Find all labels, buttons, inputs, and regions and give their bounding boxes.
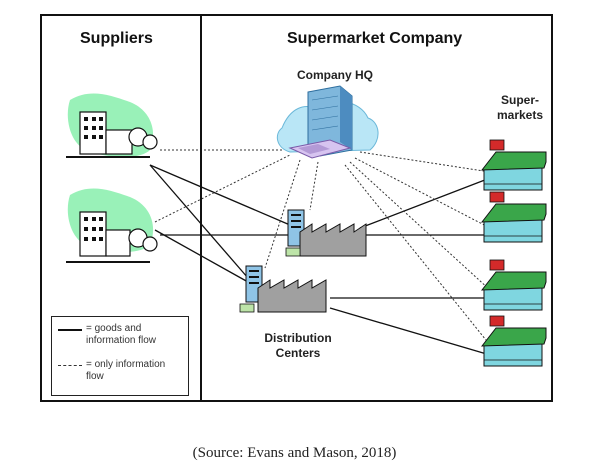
info-line — [359, 151, 491, 173]
hq-building-icon — [276, 85, 379, 159]
legend-item-solid: = goods and information flow — [58, 323, 178, 347]
distribution-center-icon — [239, 265, 327, 313]
diagram-frame — [40, 14, 553, 402]
flow-line — [149, 164, 291, 226]
legend-solid-text: = goods and information flow — [86, 323, 157, 346]
supermarket-icon — [480, 259, 547, 311]
supermarket-icon — [480, 191, 547, 243]
info-line — [344, 164, 491, 346]
distribution-center-icon — [285, 209, 367, 257]
supermarkets-label: Super- markets — [492, 93, 548, 123]
hq-label: Company HQ — [296, 68, 373, 82]
suppliers-heading: Suppliers — [80, 30, 153, 47]
company-heading: Supermarket Company — [287, 30, 463, 47]
supplier-icon — [66, 93, 158, 158]
supermarkets-label-line1: Super- — [500, 93, 539, 107]
info-flow-lines — [154, 149, 491, 346]
distribution-centers-label-line1: Distribution — [264, 331, 332, 345]
info-line — [309, 161, 319, 211]
supplier-icon — [66, 188, 158, 263]
legend-dotted-text: = only information flow — [86, 359, 166, 382]
legend-item-dotted: = only information flow — [58, 359, 178, 383]
distribution-centers-label-line2: Centers — [275, 346, 321, 360]
flow-line — [329, 307, 491, 356]
supermarkets-label-line2: markets — [496, 108, 544, 122]
info-line — [354, 157, 491, 229]
flow-line — [359, 177, 491, 229]
source-caption: (Source: Evans and Mason, 2018) — [192, 445, 397, 461]
goods-flow-lines — [149, 164, 491, 356]
legend-solid-line — [58, 329, 82, 331]
distribution-centers-label: Distribution Centers — [248, 331, 348, 361]
flow-line — [149, 164, 249, 279]
supermarket-icon — [480, 139, 547, 191]
info-line — [154, 154, 291, 223]
legend: = goods and information flow = only info… — [51, 316, 189, 396]
section-divider — [200, 14, 202, 402]
legend-dotted-line — [58, 365, 82, 366]
info-line — [264, 159, 301, 269]
supermarket-icon — [480, 315, 547, 367]
